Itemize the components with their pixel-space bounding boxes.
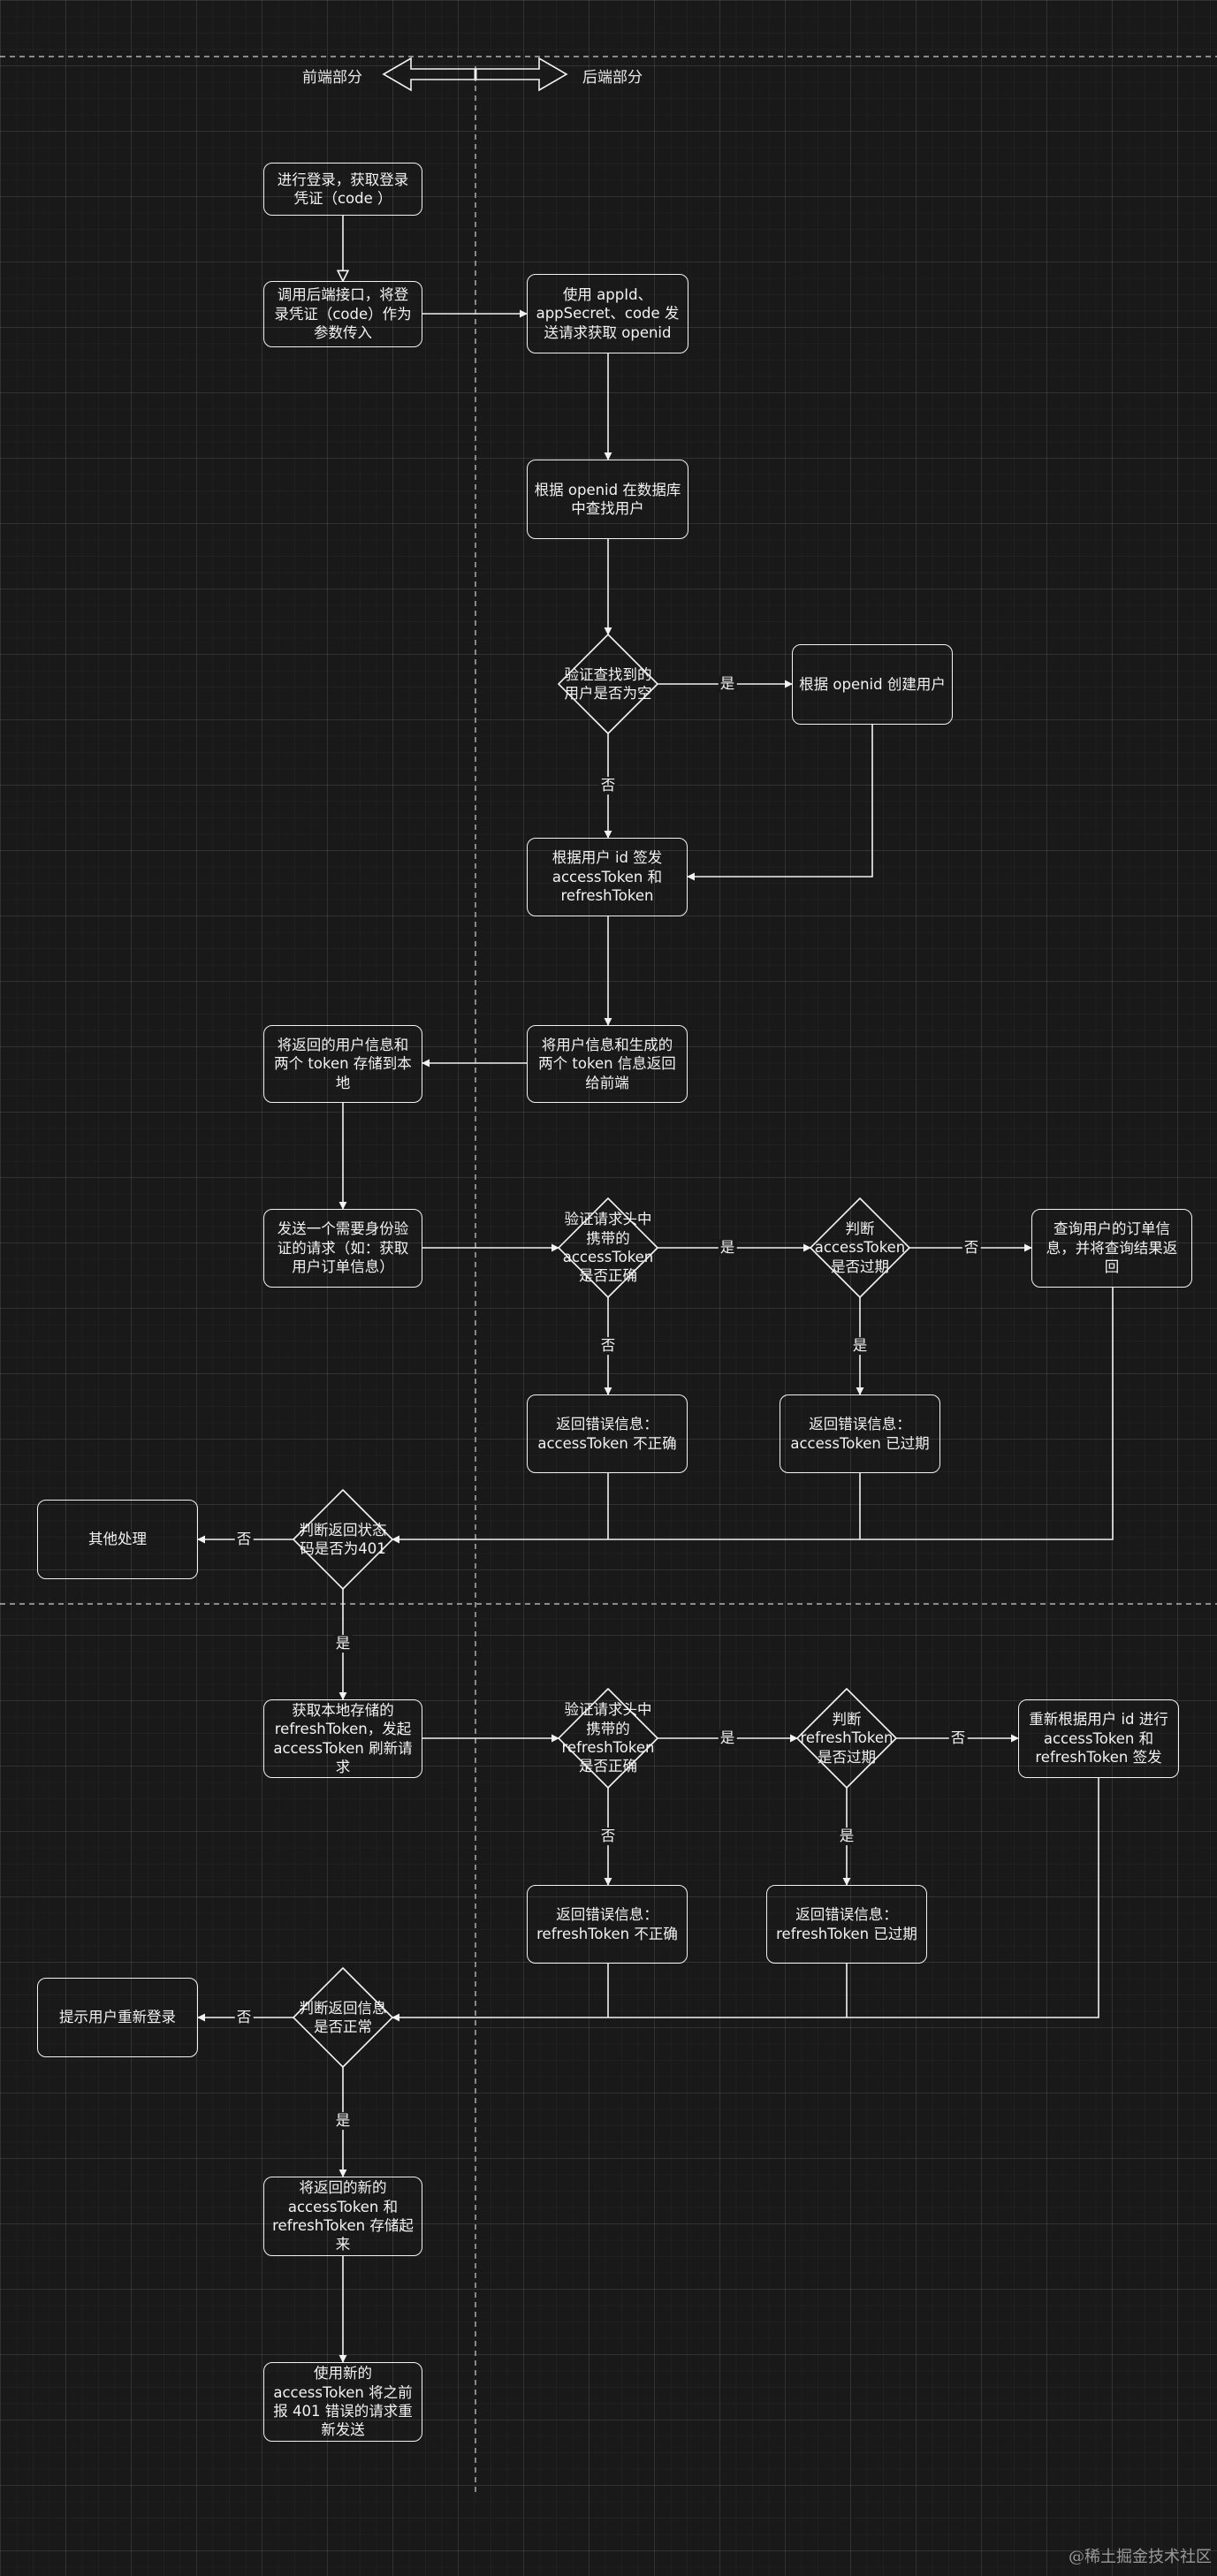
edge-label-401-yes: 是 <box>333 1635 353 1653</box>
step-create-user: 根据 openid 创建用户 <box>792 644 953 725</box>
step-return-info: 将用户信息和生成的 两个 token 信息返回 给前端 <box>527 1025 688 1103</box>
lane-label-back: 后端部分 <box>582 69 643 87</box>
edge-label-verify-access-no: 否 <box>598 1337 618 1355</box>
step-get-refresh: 获取本地存储的 refreshToken，发起 accessToken 刷新请 … <box>263 1699 422 1778</box>
step-err-access-invalid: 返回错误信息： accessToken 不正确 <box>527 1394 688 1473</box>
step-resend: 使用新的 accessToken 将之前 报 401 错误的请求重 新发送 <box>263 2362 422 2442</box>
decision-check-normal-label: 判断返回信息 是否正常 <box>299 1999 387 2035</box>
edge-label-check-empty-yes: 是 <box>718 675 737 693</box>
step-err-access-expired: 返回错误信息： accessToken 已过期 <box>780 1394 940 1473</box>
edge-label-normal-yes: 是 <box>333 2112 353 2130</box>
edge-label-verify-access-yes: 是 <box>718 1239 737 1257</box>
watermark: @稀土掘金技术社区 <box>1069 2548 1212 2566</box>
step-issue-tokens: 根据用户 id 签发 accessToken 和 refreshToken <box>527 838 688 916</box>
decision-verify-refresh-label: 验证请求头中 携带的 refreshToken 是否正确 <box>561 1701 655 1775</box>
step-query-orders: 查询用户的订单信 息，并将查询结果返 回 <box>1031 1209 1192 1288</box>
step-login: 进行登录，获取登录 凭证（code ） <box>263 163 422 216</box>
step-get-openid: 使用 appId、 appSecret、code 发 送请求获取 openid <box>527 274 688 353</box>
connectors <box>197 216 1114 2363</box>
step-store-new: 将返回的新的 accessToken 和 refreshToken 存储起 来 <box>263 2177 422 2256</box>
edge-label-refresh-expired-yes: 是 <box>837 1828 856 1845</box>
decision-verify-access-label: 验证请求头中 携带的 accessToken 是否正确 <box>562 1211 654 1285</box>
edge-reissue-to-normal <box>392 1778 1099 2022</box>
step-find-user: 根据 openid 在数据库 中查找用户 <box>527 460 688 539</box>
step-err-refresh-invalid: 返回错误信息： refreshToken 不正确 <box>527 1885 688 1964</box>
edge-label-refresh-expired-no: 否 <box>948 1729 968 1747</box>
decision-refresh-expired-label: 判断 refreshToken 是否过期 <box>800 1710 894 1766</box>
step-relogin: 提示用户重新登录 <box>37 1978 198 2057</box>
step-call-backend: 调用后端接口，将登 录凭证（code）作为 参数传入 <box>263 281 422 347</box>
decision-check-401-label: 判断返回状态 码是否为401 <box>299 1521 387 1557</box>
edge-label-401-no: 否 <box>234 1531 254 1548</box>
lane-label-front: 前端部分 <box>302 69 362 87</box>
separators <box>0 56 1217 2492</box>
edge-label-normal-no: 否 <box>234 2009 254 2026</box>
edge-label-verify-refresh-no: 否 <box>598 1828 618 1845</box>
decision-access-expired-label: 判断 accessToken 是否过期 <box>814 1220 906 1275</box>
edge-label-check-empty-no: 否 <box>598 777 618 794</box>
decision-check-empty-label: 验证查找到的 用户是否为空 <box>564 665 652 702</box>
edge-query-to-401 <box>392 1288 1114 1544</box>
lane-double-arrow <box>382 57 568 92</box>
step-reissue: 重新根据用户 id 进行 accessToken 和 refreshToken … <box>1018 1699 1179 1778</box>
step-send-request: 发送一个需要身份验 证的请求（如：获取 用户订单信息） <box>263 1209 422 1288</box>
edge-label-access-expired-no: 否 <box>962 1239 981 1257</box>
step-store-local: 将返回的用户信息和 两个 token 存储到本 地 <box>263 1025 422 1103</box>
step-err-refresh-expired: 返回错误信息： refreshToken 已过期 <box>766 1885 927 1964</box>
edge-label-verify-refresh-yes: 是 <box>718 1729 737 1747</box>
edge-label-access-expired-yes: 是 <box>850 1337 870 1355</box>
edge-create-to-issue <box>687 725 873 881</box>
step-other-handling: 其他处理 <box>37 1500 198 1579</box>
